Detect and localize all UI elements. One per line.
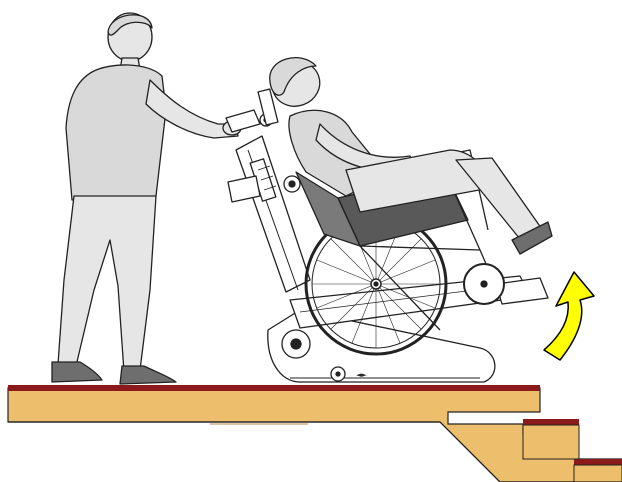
step-edge-1 [523,419,579,425]
attendant-shoe-front [120,366,176,384]
curved-up-arrow-icon [544,272,594,360]
attendant-person [52,13,241,384]
track-arrows: ◄► [356,371,367,379]
step-1 [523,425,579,459]
attendant-legs [58,196,156,372]
step-edge-2 [574,459,622,465]
floor-and-stairs [8,385,622,482]
floor-top-edge [8,385,540,391]
stair-climber-device: ◄► [226,110,548,382]
attendant-shoe-back [52,362,102,382]
step-2 [574,465,622,482]
machine-handle [226,110,260,132]
